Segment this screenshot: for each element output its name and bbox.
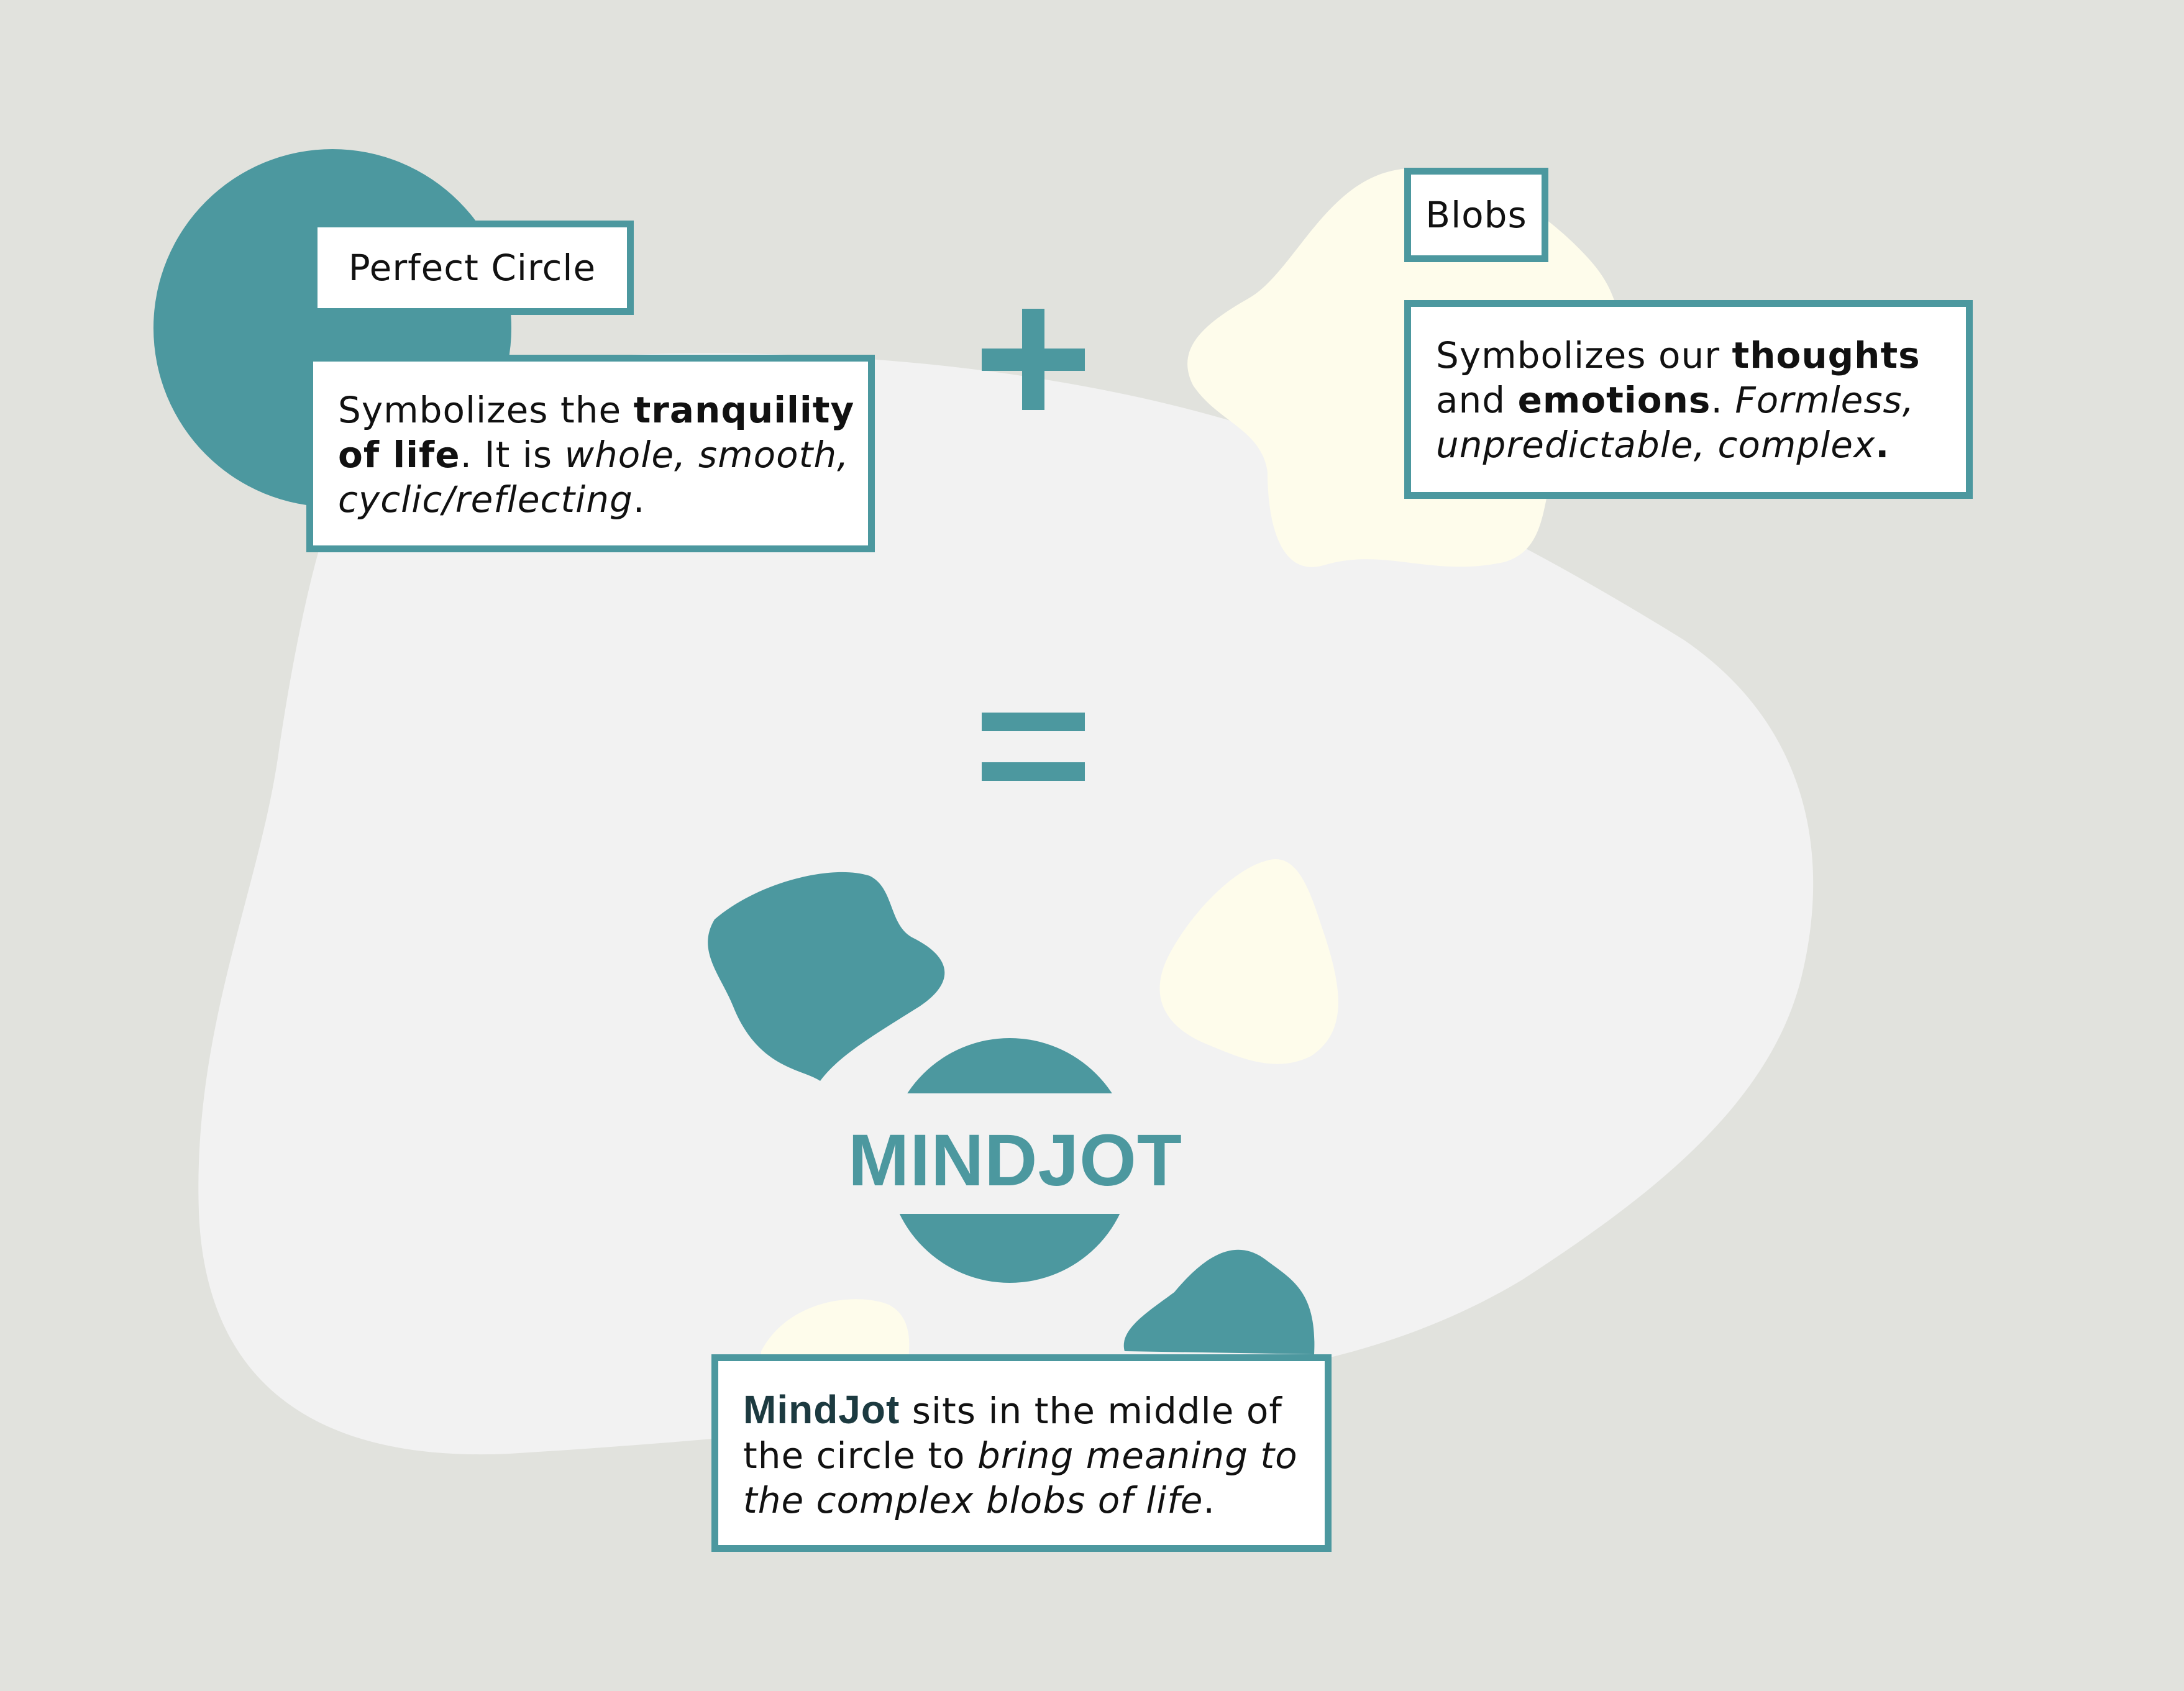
equals-sign bbox=[982, 713, 1085, 781]
mindjot-desc-text-1: sits in the middle of the circle to bbox=[743, 1390, 1282, 1477]
teal-blob-bottom bbox=[1123, 1249, 1315, 1354]
blobs-description: Symbolizes our thoughts and emotions. Fo… bbox=[1404, 300, 1973, 499]
cream-blob-bottom bbox=[761, 1299, 910, 1367]
perfect-circle-description: Symbolizes the tranquility of life. It i… bbox=[306, 355, 875, 552]
blobs-desc-bold-1: thoughts bbox=[1732, 334, 1921, 376]
pc-desc-text-2: . It is bbox=[460, 434, 565, 476]
logo-text: MINDJOT bbox=[848, 1119, 1182, 1201]
mindjot-desc-text-2: . bbox=[1203, 1479, 1215, 1521]
perfect-circle-label-text: Perfect Circle bbox=[348, 247, 596, 289]
blobs-label: Blobs bbox=[1404, 168, 1548, 262]
teal-blob-left bbox=[708, 872, 945, 1081]
plus-sign bbox=[982, 309, 1085, 410]
logo-band bbox=[808, 1093, 1280, 1214]
cream-blob-middle bbox=[1159, 859, 1338, 1064]
blobs-desc-text-3: . bbox=[1711, 379, 1735, 421]
blobs-desc-text-4: . bbox=[1875, 424, 1890, 466]
large-background-blob bbox=[198, 353, 1814, 1455]
pc-desc-bold: tranquility of life bbox=[338, 389, 855, 476]
blobs-desc-text-1: Symbolizes our bbox=[1436, 334, 1732, 376]
blobs-desc-text-2: and bbox=[1436, 379, 1518, 421]
blobs-label-text: Blobs bbox=[1425, 194, 1527, 236]
blobs-desc-italic: Formless, unpredictable, complex bbox=[1436, 379, 1915, 466]
mindjot-brand-name: MindJot bbox=[743, 1387, 900, 1432]
mindjot-desc-italic: bring meaning to the complex blobs of li… bbox=[743, 1434, 1298, 1521]
mindjot-description: MindJot sits in the middle of the circle… bbox=[711, 1354, 1332, 1552]
perfect-circle-label: Perfect Circle bbox=[311, 221, 634, 315]
pc-desc-text-3: . bbox=[633, 478, 646, 521]
pc-desc-text-1: Symbolizes the bbox=[338, 389, 634, 431]
pc-desc-italic: whole, smooth, cyclic/reflecting bbox=[338, 434, 849, 521]
blobs-desc-bold-2: emotions bbox=[1517, 379, 1711, 421]
